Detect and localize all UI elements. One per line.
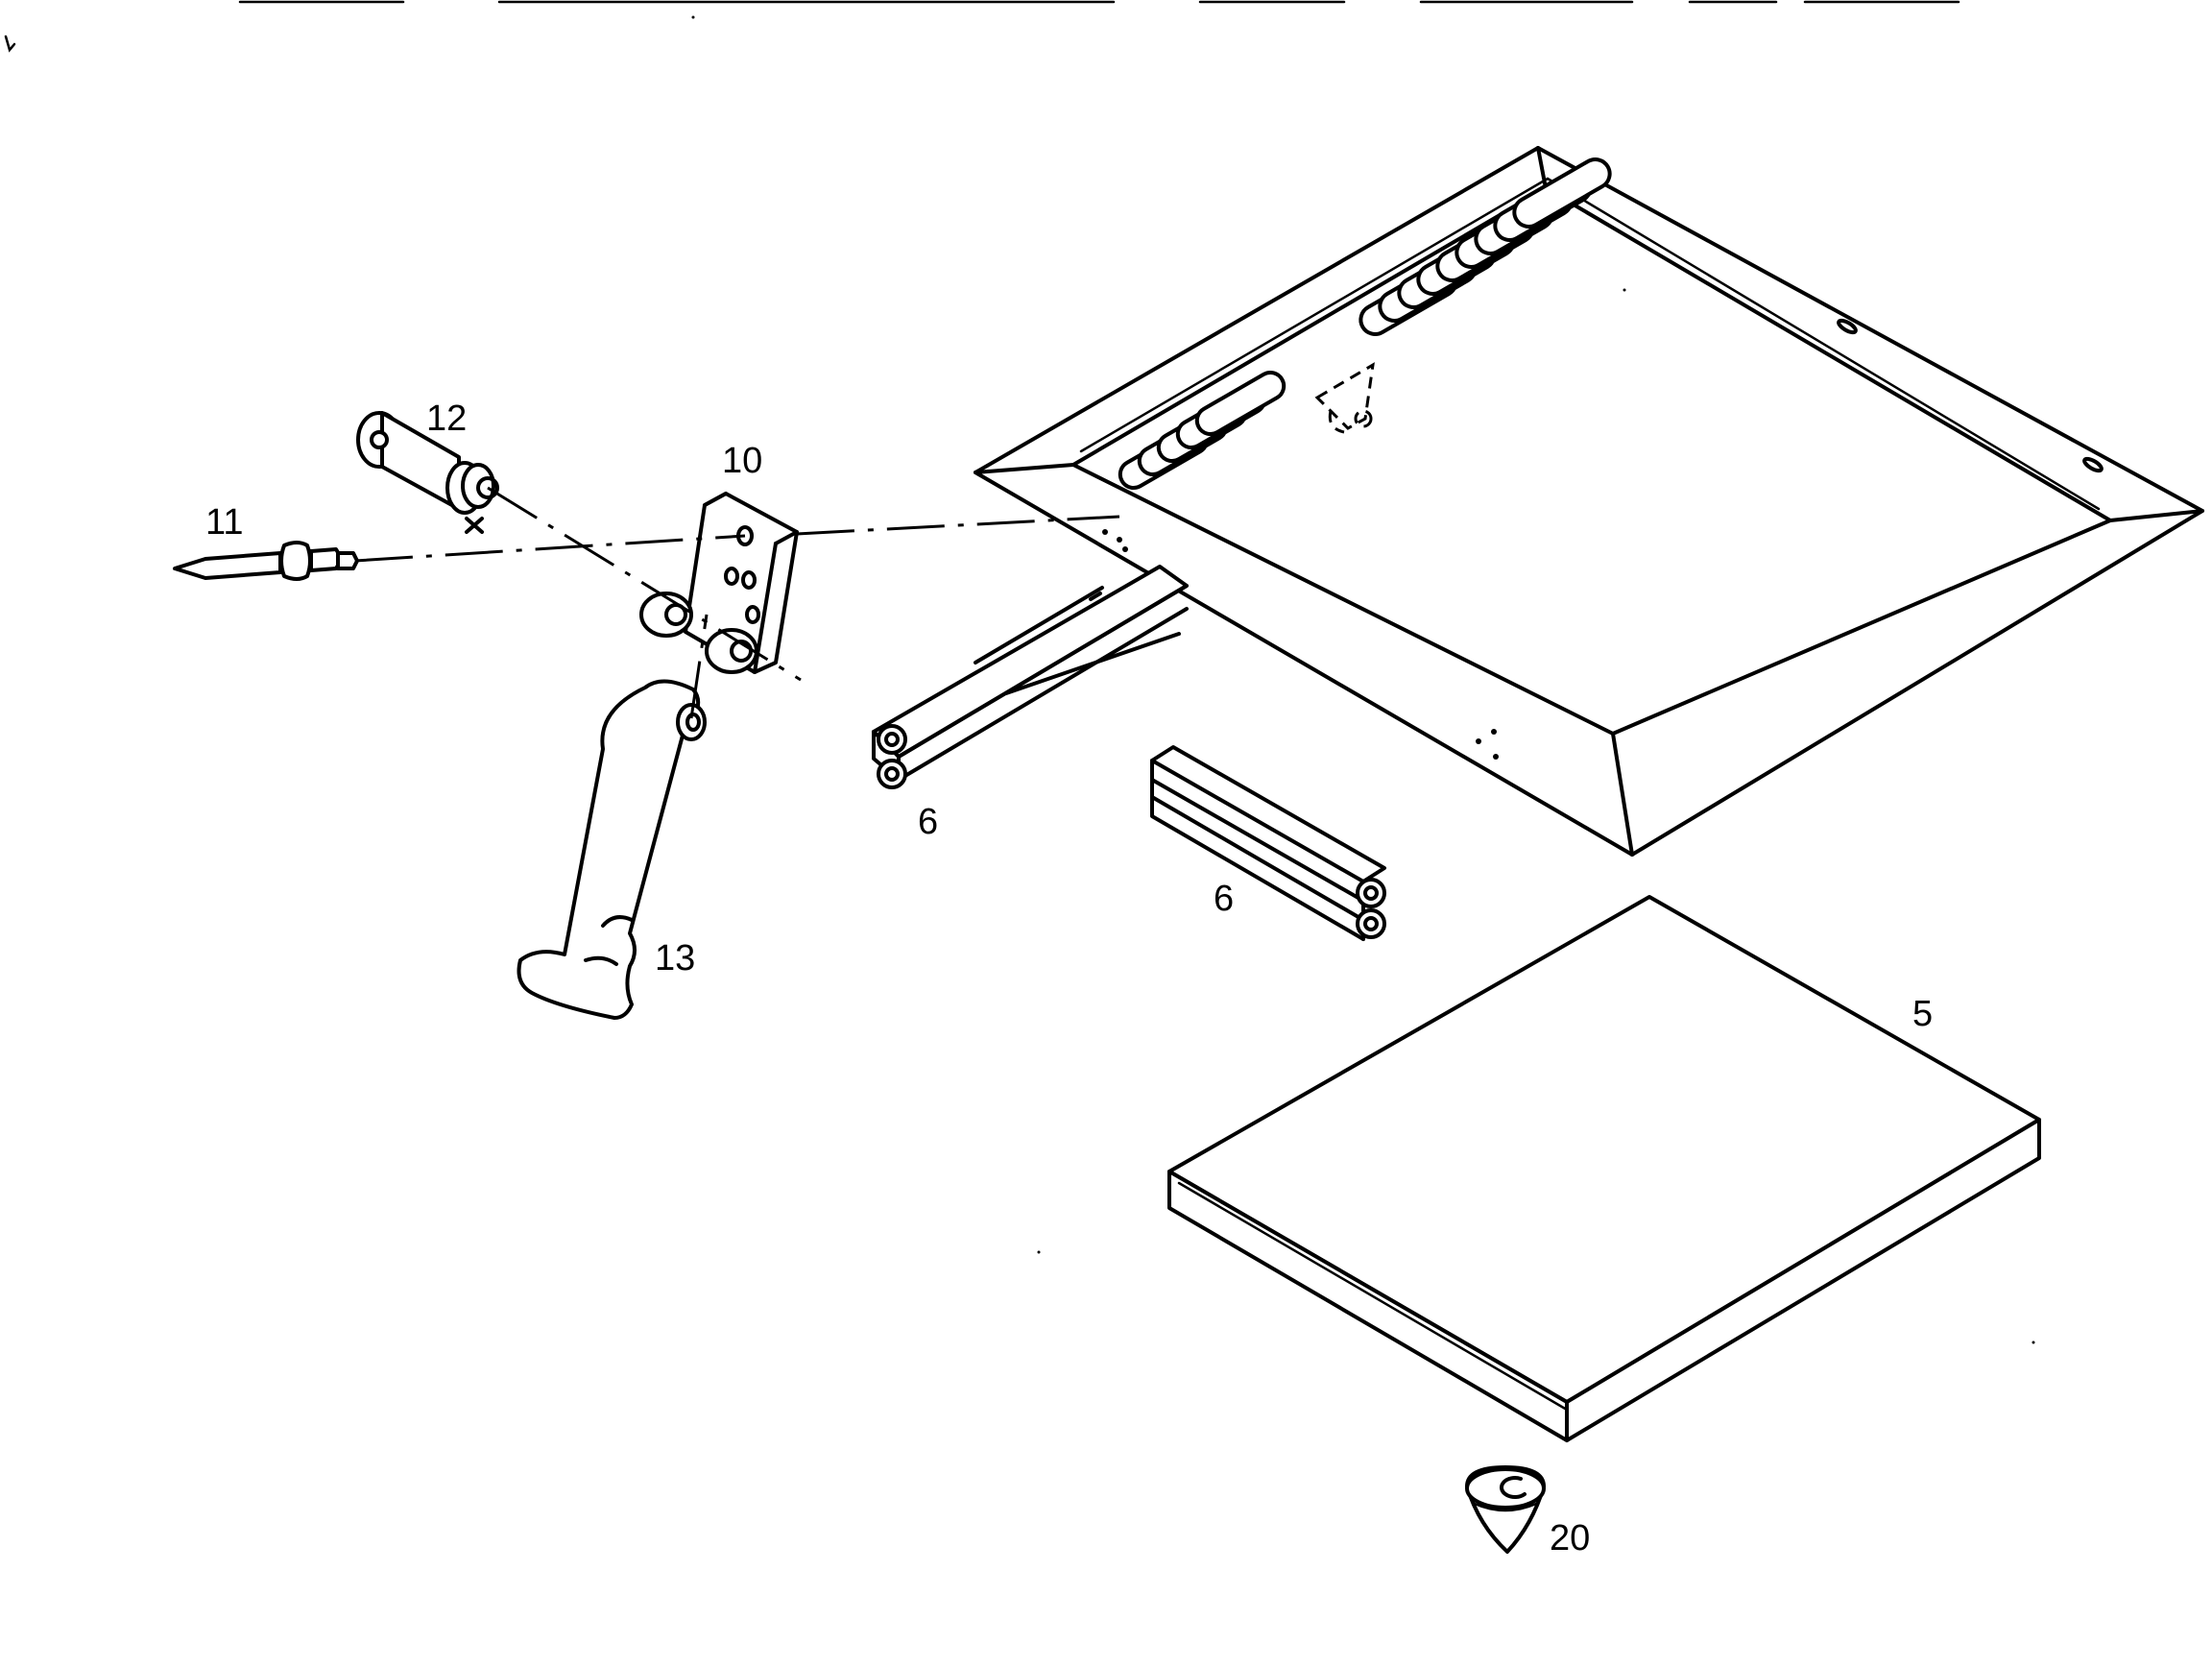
strip-part-6b	[1150, 745, 1386, 941]
scan-edge-marks	[4, 0, 1960, 53]
label-part-10: 10	[722, 441, 762, 481]
guide-line-6a	[974, 586, 1104, 664]
label-part-6b: 6	[1214, 879, 1234, 919]
bushing-part-12	[356, 411, 499, 534]
stay-arm-part-13	[517, 679, 707, 1020]
part-labels: 12 10 11 6 6 13 5 20	[205, 399, 1933, 1558]
panel-part-5	[1167, 895, 2041, 1442]
hidden-bracket	[1314, 362, 1375, 434]
pin-part-11	[173, 541, 359, 581]
vent-slots-front	[1118, 371, 1286, 491]
strip-part-6a	[872, 565, 1189, 789]
label-part-5: 5	[1912, 994, 1933, 1034]
label-part-20: 20	[1550, 1518, 1590, 1558]
vent-slots-rear	[1358, 157, 1612, 337]
label-part-6a: 6	[918, 802, 938, 842]
label-part-12: 12	[426, 399, 467, 439]
foot-part-20	[1465, 1465, 1546, 1554]
scan-specks	[691, 15, 2035, 1344]
top-cover	[974, 146, 2204, 857]
assembly-axes	[354, 486, 1120, 719]
label-part-13: 13	[655, 938, 695, 978]
hinge-washers	[639, 592, 758, 674]
guide-line-6a-lower	[1004, 632, 1181, 695]
label-part-11: 11	[205, 502, 243, 543]
